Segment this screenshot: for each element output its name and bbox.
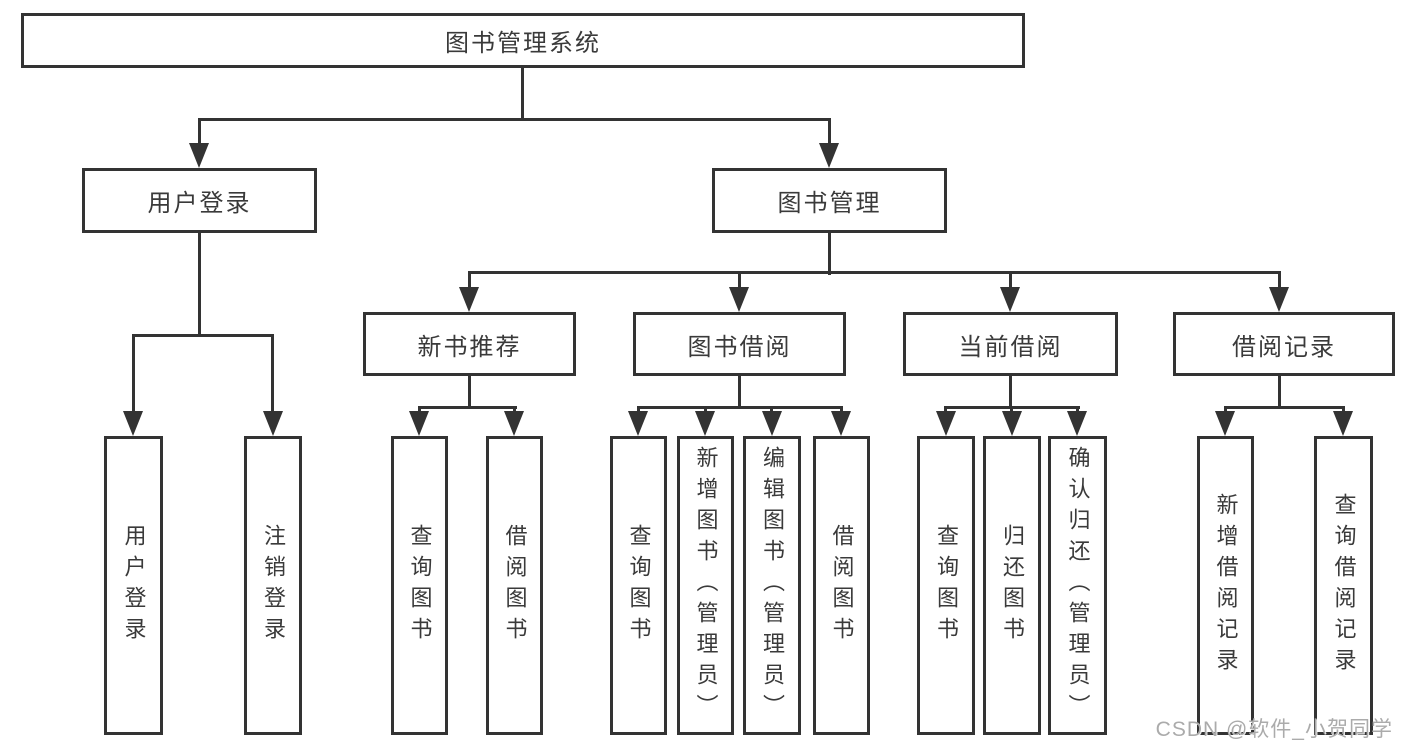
connector-line <box>738 376 741 409</box>
connector-line <box>198 233 201 336</box>
arrowhead-down-icon <box>936 411 956 436</box>
arrowhead-down-icon <box>762 411 782 436</box>
node-current-borrow: 当前借阅 <box>903 312 1118 376</box>
leaf-borrow-query-books-label: 查询图书 <box>626 523 652 648</box>
connector-line <box>944 406 1080 409</box>
node-new-book-recommend-label: 新书推荐 <box>417 333 522 361</box>
leaf-newrec-query-books-label: 查询图书 <box>407 523 433 648</box>
connector-line <box>828 119 831 145</box>
node-current-borrow-label: 当前借阅 <box>958 333 1063 361</box>
connector-line <box>521 68 524 120</box>
leaf-records-add-record: 新增借阅记录 <box>1197 436 1254 735</box>
connector-line <box>418 406 517 409</box>
arrowhead-down-icon <box>1333 411 1353 436</box>
leaf-borrow-query-books: 查询图书 <box>610 436 667 735</box>
connector-line <box>1278 273 1281 289</box>
leaf-newrec-borrow-books: 借阅图书 <box>486 436 543 735</box>
connector-line <box>198 119 201 145</box>
connector-line <box>828 233 831 275</box>
arrowhead-down-icon <box>695 411 715 436</box>
leaf-logout: 注销登录 <box>244 436 302 735</box>
arrowhead-down-icon <box>123 411 143 436</box>
leaf-current-return-book-label: 归还图书 <box>1000 523 1025 648</box>
arrowhead-down-icon <box>1269 287 1289 312</box>
connector-line <box>198 118 831 121</box>
node-root: 图书管理系统 <box>21 13 1025 68</box>
node-user-login: 用户登录 <box>82 168 317 233</box>
leaf-borrow-edit-book-admin-label: 编辑图书（管理员） <box>760 446 785 725</box>
leaf-records-add-record-label: 新增借阅记录 <box>1213 492 1239 679</box>
arrowhead-down-icon <box>189 143 209 168</box>
connector-line <box>132 335 135 413</box>
leaf-records-query-record: 查询借阅记录 <box>1314 436 1373 735</box>
node-borrow-records-label: 借阅记录 <box>1232 333 1336 361</box>
arrowhead-down-icon <box>1215 411 1235 436</box>
connector-line <box>468 376 471 409</box>
csdn-watermark: CSDN @软件_小贺同学 <box>1155 718 1393 741</box>
connector-line <box>637 406 843 409</box>
node-book-borrow-label: 图书借阅 <box>687 333 792 361</box>
leaf-newrec-query-books: 查询图书 <box>391 436 448 735</box>
leaf-borrow-edit-book-admin: 编辑图书（管理员） <box>743 436 801 735</box>
connector-line <box>468 273 471 289</box>
leaf-user-login: 用户登录 <box>104 436 163 735</box>
connector-line <box>271 335 274 413</box>
leaf-logout-label: 注销登录 <box>261 523 286 648</box>
leaf-current-query-books: 查询图书 <box>917 436 975 735</box>
connector-line <box>738 273 741 289</box>
connector-line <box>468 271 1281 274</box>
connector-line <box>1009 376 1012 409</box>
arrowhead-down-icon <box>1002 411 1022 436</box>
connector-line <box>132 334 274 337</box>
arrowhead-down-icon <box>409 411 429 436</box>
connector-line <box>1278 376 1281 409</box>
connector-line <box>1224 406 1345 409</box>
node-root-label: 图书管理系统 <box>445 30 601 57</box>
arrowhead-down-icon <box>831 411 851 436</box>
arrowhead-down-icon <box>504 411 524 436</box>
leaf-borrow-add-book-admin-label: 新增图书（管理员） <box>693 446 719 725</box>
arrowhead-down-icon <box>1000 287 1020 312</box>
node-book-management: 图书管理 <box>712 168 947 233</box>
leaf-current-return-book: 归还图书 <box>983 436 1041 735</box>
arrowhead-down-icon <box>459 287 479 312</box>
arrowhead-down-icon <box>819 143 839 168</box>
leaf-newrec-borrow-books-label: 借阅图书 <box>502 523 528 648</box>
leaf-user-login-label: 用户登录 <box>121 523 147 648</box>
node-book-management-label: 图书管理 <box>777 190 882 217</box>
leaf-records-query-record-label: 查询借阅记录 <box>1331 492 1357 679</box>
arrowhead-down-icon <box>729 287 749 312</box>
leaf-current-confirm-return-admin-label: 确认归还（管理员） <box>1065 446 1091 725</box>
arrowhead-down-icon <box>628 411 648 436</box>
connector-line <box>1009 273 1012 289</box>
arrowhead-down-icon <box>263 411 283 436</box>
node-new-book-recommend: 新书推荐 <box>363 312 576 376</box>
leaf-borrow-borrow-books-label: 借阅图书 <box>829 523 855 648</box>
leaf-borrow-borrow-books: 借阅图书 <box>813 436 870 735</box>
leaf-current-query-books-label: 查询图书 <box>934 523 959 648</box>
node-borrow-records: 借阅记录 <box>1173 312 1395 376</box>
node-user-login-label: 用户登录 <box>147 190 252 217</box>
leaf-borrow-add-book-admin: 新增图书（管理员） <box>677 436 734 735</box>
node-book-borrow: 图书借阅 <box>633 312 846 376</box>
leaf-current-confirm-return-admin: 确认归还（管理员） <box>1048 436 1107 735</box>
arrowhead-down-icon <box>1067 411 1087 436</box>
